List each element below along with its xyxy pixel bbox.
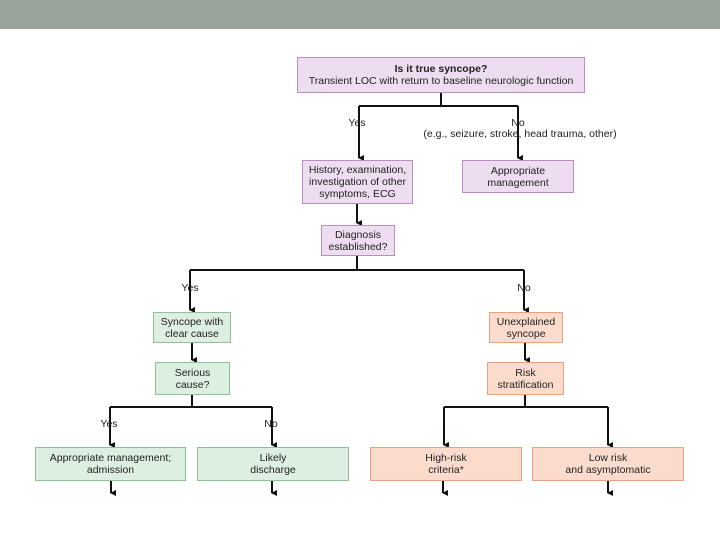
node-high-risk-criteria: High-risk criteria* [370, 447, 522, 481]
node-history-line2: investigation of other [309, 176, 406, 188]
node-low-risk-line2: and asymptomatic [565, 464, 651, 476]
node-unexplained-syncope: Unexplained syncope [489, 312, 563, 343]
node-risk-strat-line2: stratification [497, 378, 554, 391]
node-appropriate-management: Appropriate management [462, 160, 574, 193]
node-risk-strat-line1: Risk [515, 366, 536, 379]
edge-label-no-2: No [517, 282, 531, 294]
node-true-syncope-title: Is it true syncope? [394, 63, 488, 75]
node-history-exam: History, examination, investigation of o… [302, 160, 413, 204]
edge-label-no-1-examples: (e.g., seizure, stroke, head trauma, oth… [423, 128, 617, 140]
node-syncope-clear-cause: Syncope with clear cause [153, 312, 231, 343]
node-diagnosis-established: Diagnosis established? [321, 225, 395, 256]
node-appropriate-mgmt-line1: Appropriate [490, 164, 546, 177]
edge-label-yes-1: Yes [348, 117, 366, 129]
node-diagnosis-line2: established? [328, 240, 388, 253]
node-likely-discharge-line1: Likely [259, 452, 287, 464]
node-low-risk-line1: Low risk [588, 452, 628, 464]
node-history-line1: History, examination, [308, 164, 407, 176]
node-low-risk-asymptomatic: Low risk and asymptomatic [532, 447, 684, 481]
node-appropriate-mgmt-line2: management [487, 176, 549, 189]
edge-label-yes-3: Yes [100, 418, 118, 430]
node-high-risk-line2: criteria* [428, 464, 464, 476]
node-syncope-clear-line1: Syncope with [160, 315, 224, 328]
node-unexplained-line2: syncope [506, 327, 546, 340]
edge-label-no-3: No [264, 418, 278, 430]
node-mgmt-admission-line1: Appropriate management; [49, 452, 172, 464]
node-management-admission: Appropriate management; admission [35, 447, 186, 481]
node-high-risk-line1: High-risk [425, 452, 467, 464]
node-diagnosis-line1: Diagnosis [334, 228, 382, 241]
node-serious-cause-line1: Serious [174, 366, 211, 379]
node-serious-cause-line2: cause? [175, 378, 210, 391]
node-unexplained-line1: Unexplained [496, 315, 556, 328]
node-serious-cause: Serious cause? [155, 362, 230, 395]
node-true-syncope: Is it true syncope? Transient LOC with r… [297, 57, 585, 93]
node-history-line3: symptoms, ECG [319, 188, 396, 200]
edge-label-yes-2: Yes [181, 282, 199, 294]
node-mgmt-admission-line2: admission [86, 464, 135, 476]
node-likely-discharge-line2: discharge [250, 464, 296, 476]
node-likely-discharge: Likely discharge [197, 447, 349, 481]
slide-header-bar [0, 0, 720, 29]
node-syncope-clear-line2: clear cause [165, 327, 219, 340]
node-risk-stratification: Risk stratification [487, 362, 564, 395]
node-true-syncope-subtitle: Transient LOC with return to baseline ne… [308, 75, 574, 87]
edge-label-no-1: No [511, 117, 525, 129]
